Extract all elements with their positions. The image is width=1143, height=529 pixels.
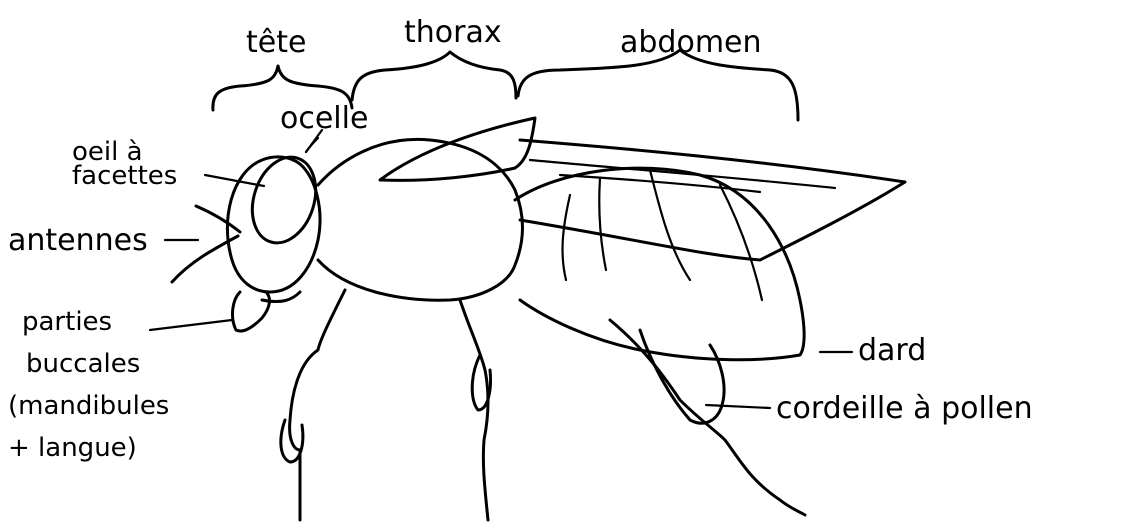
forewing bbox=[380, 118, 535, 180]
abdomen-stripe-4 bbox=[720, 185, 762, 300]
antennes-label: antennes bbox=[8, 223, 148, 258]
hindwing bbox=[520, 140, 905, 260]
abdomen-brace bbox=[518, 50, 798, 120]
front-leg bbox=[290, 290, 345, 520]
mouth-label-line3: (mandibules bbox=[8, 391, 169, 421]
abdomen-stripe-1 bbox=[563, 195, 570, 280]
dard-label: dard bbox=[858, 333, 926, 368]
abdomen-outline bbox=[515, 168, 804, 360]
mouth-label-line1: parties bbox=[22, 307, 112, 337]
leader-mouth bbox=[150, 320, 232, 330]
thorax-label: thorax bbox=[404, 15, 502, 50]
abdomen-stripe-3 bbox=[650, 170, 690, 280]
thorax-brace bbox=[352, 52, 516, 100]
corbeille-label: cordeille à pollen bbox=[776, 391, 1033, 426]
middle-leg bbox=[460, 300, 488, 520]
mouth-label-line2: buccales bbox=[26, 349, 140, 379]
ocelle-label: ocelle bbox=[280, 101, 368, 136]
pollen-basket bbox=[640, 330, 724, 423]
head-label: tête bbox=[246, 25, 306, 60]
leader-corbeille bbox=[706, 405, 770, 408]
abdomen-label: abdomen bbox=[620, 25, 762, 60]
mandible bbox=[233, 292, 270, 331]
antenna bbox=[196, 206, 240, 232]
thorax-outline bbox=[318, 139, 523, 300]
oeil-label-line2: facettes bbox=[72, 161, 177, 191]
mouth-label-line4: + langue) bbox=[8, 433, 137, 463]
leader-oeil bbox=[205, 175, 264, 186]
antenna-2 bbox=[172, 236, 238, 282]
abdomen-stripe-2 bbox=[599, 178, 606, 270]
